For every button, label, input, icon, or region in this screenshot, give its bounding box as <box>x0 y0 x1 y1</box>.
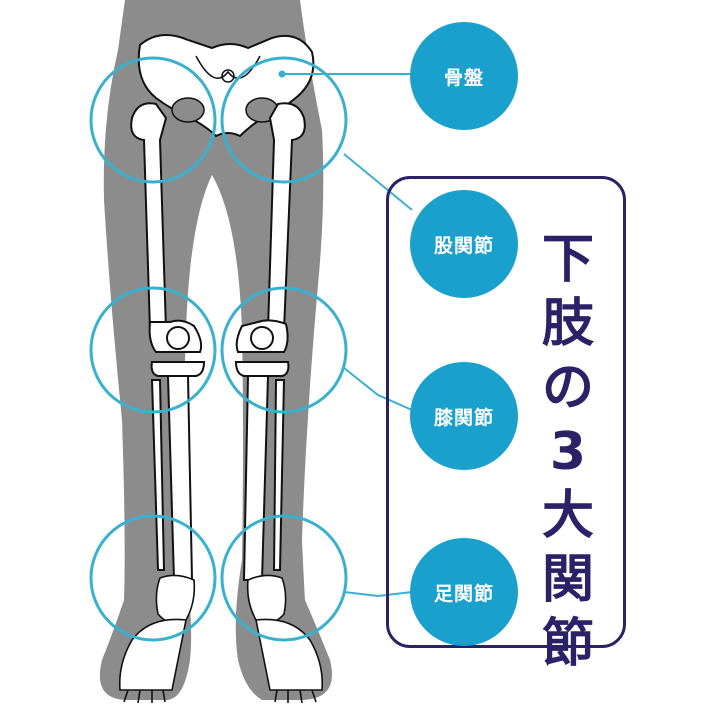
ankle-label-bubble: 足関節 <box>410 538 518 646</box>
lower-leg-bones <box>150 375 286 581</box>
right-hip-ring <box>220 56 348 184</box>
right-knee-bones <box>234 319 290 377</box>
left-ankle-ring <box>89 514 217 642</box>
left-hip-ring <box>89 56 217 184</box>
title-char: 肢 <box>541 294 594 354</box>
left-femur <box>130 102 168 331</box>
title-char: 節 <box>541 614 594 674</box>
hip-label-bubble: 股関節 <box>410 190 518 298</box>
leader-lines <box>278 70 413 598</box>
right-femur <box>266 102 306 331</box>
knee-leader <box>343 367 413 411</box>
pelvis-label: 骨盤 <box>443 66 484 89</box>
vertical-title: 下 肢 の 3 大 関 節 <box>526 228 610 676</box>
right-ankle-ring <box>220 514 348 642</box>
title-char: 関 <box>541 550 594 610</box>
pelvis-label-bubble: 骨盤 <box>410 22 518 130</box>
title-frame <box>386 176 626 648</box>
title-char: 大 <box>541 486 594 546</box>
knee-label-bubble: 膝関節 <box>410 362 518 470</box>
joint-rings <box>89 56 348 642</box>
title-char: 3 <box>549 422 587 482</box>
knee-label: 膝関節 <box>433 406 494 429</box>
ankle-leader <box>343 591 413 598</box>
hip-leader <box>343 153 413 211</box>
ankle-label: 足関節 <box>433 582 494 605</box>
left-knee-bones <box>148 319 206 377</box>
title-char: の <box>541 358 594 418</box>
left-knee-ring <box>89 286 217 414</box>
right-knee-ring <box>220 286 348 414</box>
hip-label: 股関節 <box>433 234 494 257</box>
title-char: 下 <box>541 230 594 290</box>
